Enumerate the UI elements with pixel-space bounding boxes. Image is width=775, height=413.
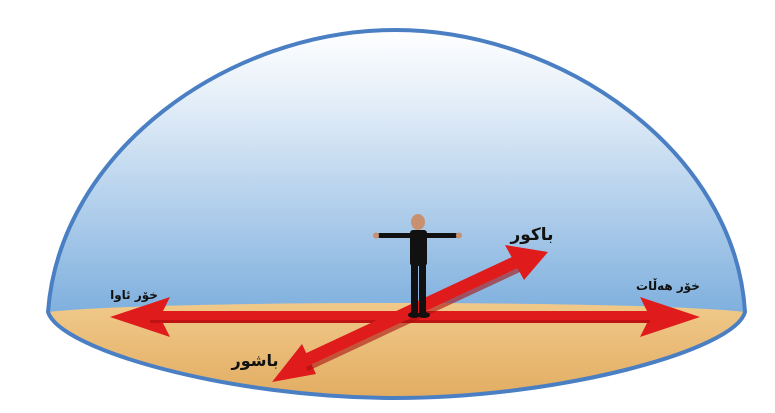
label-west: خۆر ئاوا bbox=[110, 288, 158, 303]
label-south: باشور bbox=[231, 351, 279, 370]
sky-dome bbox=[48, 30, 745, 312]
label-east: خۆر هەڵات bbox=[636, 278, 700, 294]
label-north: باکور bbox=[509, 225, 553, 245]
